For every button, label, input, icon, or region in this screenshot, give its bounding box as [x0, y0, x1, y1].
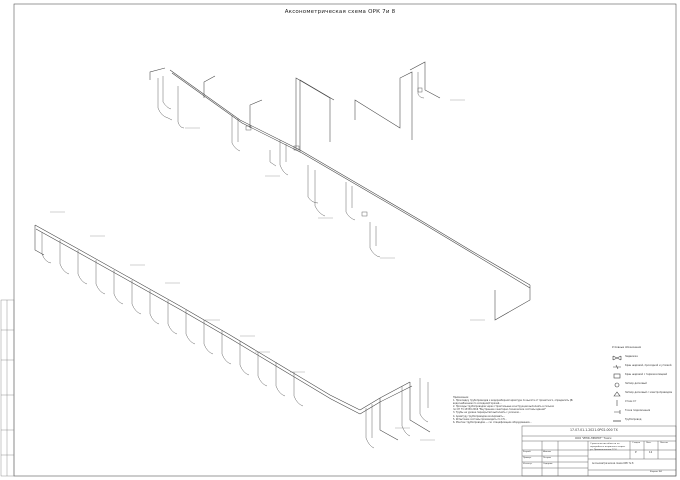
tap-icon	[614, 410, 621, 414]
note-item: 2. Проходы трубопроводов через строитель…	[453, 405, 554, 409]
note-item: 1. Прокладку трубопроводов к водоразборн…	[453, 399, 573, 403]
notes-heading: Примечание:	[453, 396, 469, 399]
stamp-sheet: 12	[649, 451, 653, 454]
note-item: 4. Арматуру трубопроводов изолировать...	[453, 414, 506, 418]
legend-item: Точка подключения	[612, 408, 674, 418]
gauge-icon	[613, 391, 621, 397]
drawing-title: Аксонометрическая схема ОРК 7и 8	[284, 9, 396, 15]
note-item: по СП 73.13330.2016 "Внутренние санитарн…	[453, 408, 546, 412]
stamp-checked: Петров	[543, 457, 551, 459]
meter-icon	[614, 382, 620, 388]
leader-tags	[50, 99, 485, 441]
drawing-frame	[13, 3, 677, 477]
stamp-format: Формат А3	[650, 471, 662, 473]
legend-item: Кран шаровой с термоизоляцией	[612, 372, 674, 382]
upper-fixtures	[157, 72, 425, 258]
stamp-sheet-name: Аксонометрическая схема ОРК 7и 8	[592, 462, 634, 465]
pipe-icon	[613, 420, 621, 422]
note-item: водоснабжению по холодной/горячей...	[453, 402, 502, 406]
stamp-norm: Сидоров	[543, 463, 553, 465]
legend-item: Затвор дисковый	[612, 381, 674, 391]
riser-icon	[616, 400, 618, 406]
stamp-developer: Иванов	[543, 451, 551, 453]
stamp-code: 17.07.01.1.2021.0P02-000 ТХ	[570, 428, 618, 432]
legend-item: Задвижка	[612, 354, 674, 364]
stamp-stage-label: Стадия	[632, 442, 640, 444]
upper-pipeline	[149, 61, 531, 321]
valve-icon	[612, 355, 622, 361]
legend-item: Трубопровод	[612, 417, 674, 427]
notes-block: Примечание: 1. Прокладку трубопроводов к…	[453, 396, 573, 424]
stamp-developer-label: Разраб.	[523, 451, 532, 453]
filter-icon	[613, 373, 621, 379]
note-item: 6. Монтаж трубопроводов — см. спецификац…	[453, 420, 532, 424]
title-block	[521, 425, 677, 477]
stamp-org: ООО "ИНЖ-ПРОЕКТ" Томск	[575, 437, 612, 440]
binding-strip	[0, 299, 15, 477]
stamp-sheet-label: Лист	[646, 442, 652, 444]
legend-heading: Условные обозначения	[612, 346, 641, 349]
stamp-norm-label: Н.контр.	[523, 463, 533, 465]
stamp-project-name: Строительство объекта по переработке вто…	[590, 443, 626, 451]
legend-item: Стояк Ст	[612, 399, 674, 409]
legend-item: Кран шаровой, проходной и угловой	[612, 363, 674, 373]
lower-pipeline	[34, 224, 431, 441]
stamp-sheets-label: Листов	[660, 442, 668, 444]
lower-fixtures	[41, 232, 429, 449]
note-item: 3. Трубы на уровне перекрытий выполнять …	[453, 411, 521, 415]
check-valve-icon	[613, 364, 621, 370]
stamp-checked-label: Провер.	[523, 457, 532, 459]
stamp-stage: Р	[635, 451, 637, 454]
note-item: 5. Испытание системы производить по СП..…	[453, 417, 507, 421]
legend-item: Затвор дисковый с электроприводом	[612, 390, 674, 400]
